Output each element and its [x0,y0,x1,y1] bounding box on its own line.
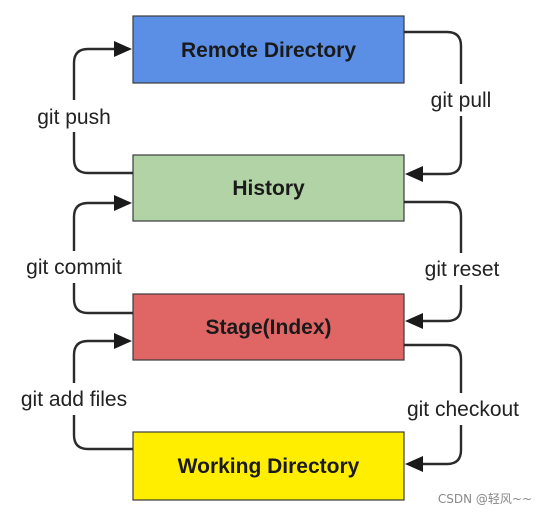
git-checkout-arrowhead [405,456,423,472]
csdn-watermark: CSDN @轻风~~ [438,492,532,506]
remote-directory-box [132,15,405,84]
git-reset-label-bg [413,253,511,285]
stage-index-box [132,293,405,361]
history-box [132,154,405,222]
stage-index-node: Stage(Index) [132,293,405,361]
git-commit-label: git commit [26,256,122,279]
git-pull-arrowhead [405,166,423,182]
git-push-label-bg [24,100,124,132]
git-commit-arrowhead [114,195,132,211]
working-directory-label: Working Directory [178,455,360,478]
git-reset-arrowhead [405,313,423,329]
git-add-files-label-bg [6,383,144,415]
stage-index-label: Stage(Index) [205,316,331,339]
git-add-files-label: git add files [21,388,127,411]
git-checkout-label: git checkout [407,398,519,421]
git-pull-label-bg [418,84,504,116]
remote-directory-node: Remote Directory [132,15,405,84]
git-reset-label: git reset [425,258,500,281]
history-label: History [232,177,305,200]
git-commit-label-bg [12,251,136,283]
git-push-label: git push [37,106,111,129]
git-pull-label: git pull [431,89,492,112]
git-push-arrowhead [114,41,132,57]
git-checkout-label-bg [392,393,534,425]
working-directory-node: Working Directory [132,431,405,501]
git-add-files-arrowhead [114,333,132,349]
remote-directory-label: Remote Directory [181,39,356,62]
history-node: History [132,154,405,222]
working-directory-box [132,431,405,501]
